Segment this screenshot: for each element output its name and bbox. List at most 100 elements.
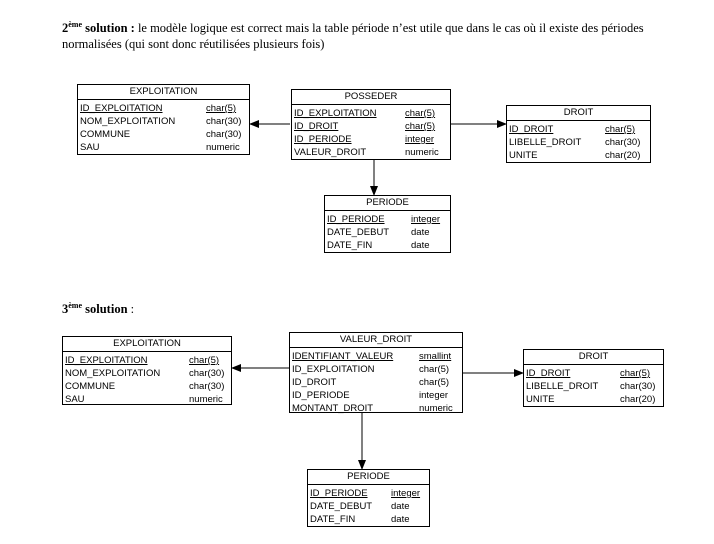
column-type: char(30) bbox=[620, 381, 656, 392]
column-type: char(5) bbox=[206, 103, 237, 114]
column-name: ID_DROIT bbox=[526, 368, 571, 379]
section3-label: solution bbox=[85, 302, 128, 316]
table-row: MONTANT_DROIT numeric bbox=[292, 402, 462, 415]
table-row: NOM_EXPLOITATION char(30) bbox=[80, 115, 249, 128]
table-title: PERIODE bbox=[308, 470, 429, 485]
table-row: ID_EXPLOITATION char(5) bbox=[292, 363, 462, 376]
table-row: COMMUNE char(30) bbox=[65, 380, 231, 393]
column-type: integer bbox=[411, 214, 441, 225]
section3-suffix: : bbox=[127, 302, 135, 316]
section3-sup: ème bbox=[68, 301, 83, 310]
column-type: char(30) bbox=[206, 116, 242, 127]
section2-number: 2 bbox=[62, 21, 69, 35]
column-name: ID_PERIODE bbox=[310, 488, 368, 499]
column-type: char(5) bbox=[620, 368, 651, 379]
column-type: char(30) bbox=[605, 137, 641, 148]
table-row: ID_DROIT char(5) bbox=[294, 120, 450, 133]
column-type: integer bbox=[405, 134, 435, 145]
column-name: VALEUR_DROIT bbox=[294, 147, 367, 158]
column-type: char(20) bbox=[605, 150, 641, 161]
section2-text: le modèle logique est correct mais la ta… bbox=[62, 21, 644, 51]
column-type: date bbox=[411, 227, 430, 238]
column-name: DATE_DEBUT bbox=[327, 227, 390, 238]
table-title: VALEUR_DROIT bbox=[290, 333, 462, 348]
table-row: ID_PERIODE integer bbox=[292, 389, 462, 402]
table-title: PERIODE bbox=[325, 196, 450, 211]
column-type: date bbox=[391, 514, 410, 525]
table-row: COMMUNE char(30) bbox=[80, 128, 249, 141]
column-name: UNITE bbox=[509, 150, 538, 161]
column-type: char(5) bbox=[419, 364, 450, 375]
table-row: LIBELLE_DROIT char(30) bbox=[509, 136, 650, 149]
section3-number: 3 bbox=[62, 302, 69, 316]
column-type: char(30) bbox=[206, 129, 242, 140]
column-name: MONTANT_DROIT bbox=[292, 403, 374, 414]
table-title: EXPLOITATION bbox=[78, 85, 249, 100]
column-type: date bbox=[411, 240, 430, 251]
column-type: char(5) bbox=[419, 377, 450, 388]
column-name: SAU bbox=[80, 142, 100, 153]
column-type: char(5) bbox=[405, 121, 436, 132]
column-type: numeric bbox=[405, 147, 439, 158]
column-name: UNITE bbox=[526, 394, 555, 405]
column-name: DATE_FIN bbox=[310, 514, 356, 525]
column-type: numeric bbox=[419, 403, 453, 414]
column-name: ID_DROIT bbox=[509, 124, 554, 135]
column-name: LIBELLE_DROIT bbox=[509, 137, 582, 148]
table-row: LIBELLE_DROIT char(30) bbox=[526, 380, 663, 393]
table-row: ID_PERIODE integer bbox=[327, 213, 450, 226]
column-name: NOM_EXPLOITATION bbox=[65, 368, 161, 379]
column-name: COMMUNE bbox=[80, 129, 131, 140]
table-row: DATE_DEBUT date bbox=[327, 226, 450, 239]
table-title: DROIT bbox=[524, 350, 663, 365]
column-name: ID_DROIT bbox=[294, 121, 339, 132]
section3-heading: 3ème solution : bbox=[62, 301, 134, 317]
column-name: DATE_FIN bbox=[327, 240, 373, 251]
column-name: LIBELLE_DROIT bbox=[526, 381, 599, 392]
table-row: SAU numeric bbox=[80, 141, 249, 154]
column-type: date bbox=[391, 501, 410, 512]
column-name: NOM_EXPLOITATION bbox=[80, 116, 176, 127]
column-type: char(30) bbox=[189, 381, 225, 392]
column-type: char(30) bbox=[189, 368, 225, 379]
table-title: POSSEDER bbox=[292, 90, 450, 105]
column-name: ID_PERIODE bbox=[327, 214, 385, 225]
section2-sup: ème bbox=[68, 20, 83, 29]
column-name: ID_EXPLOITATION bbox=[292, 364, 375, 375]
column-name: ID_PERIODE bbox=[294, 134, 352, 145]
table-row: ID_DROIT char(5) bbox=[292, 376, 462, 389]
table-row: ID_PERIODE integer bbox=[310, 487, 429, 500]
table-title: DROIT bbox=[507, 106, 650, 121]
column-type: integer bbox=[419, 390, 449, 401]
table-droit: DROIT ID_DROIT char(5) LIBELLE_DROIT char(… bbox=[523, 349, 664, 407]
column-type: integer bbox=[391, 488, 421, 499]
table-row: VALEUR_DROIT numeric bbox=[294, 146, 450, 159]
table-title: EXPLOITATION bbox=[63, 337, 231, 352]
section2-paragraph: 2ème solution : le modèle logique est co… bbox=[62, 20, 702, 52]
column-name: ID_EXPLOITATION bbox=[294, 108, 377, 119]
column-name: ID_EXPLOITATION bbox=[65, 355, 148, 366]
column-name: ID_PERIODE bbox=[292, 390, 350, 401]
column-type: numeric bbox=[206, 142, 240, 153]
table-row: DATE_FIN date bbox=[310, 513, 429, 526]
column-type: numeric bbox=[189, 394, 223, 405]
table-row: ID_EXPLOITATION char(5) bbox=[65, 354, 231, 367]
table-row: ID_DROIT char(5) bbox=[526, 367, 663, 380]
column-type: smallint bbox=[419, 351, 452, 362]
column-name: ID_DROIT bbox=[292, 377, 337, 388]
column-type: char(5) bbox=[605, 124, 636, 135]
table-row: DATE_FIN date bbox=[327, 239, 450, 252]
column-name: COMMUNE bbox=[65, 381, 116, 392]
column-type: char(5) bbox=[189, 355, 220, 366]
table-droit: DROIT ID_DROIT char(5) LIBELLE_DROIT char(… bbox=[506, 105, 651, 163]
section2-label: solution : bbox=[85, 21, 135, 35]
column-name: DATE_DEBUT bbox=[310, 501, 373, 512]
